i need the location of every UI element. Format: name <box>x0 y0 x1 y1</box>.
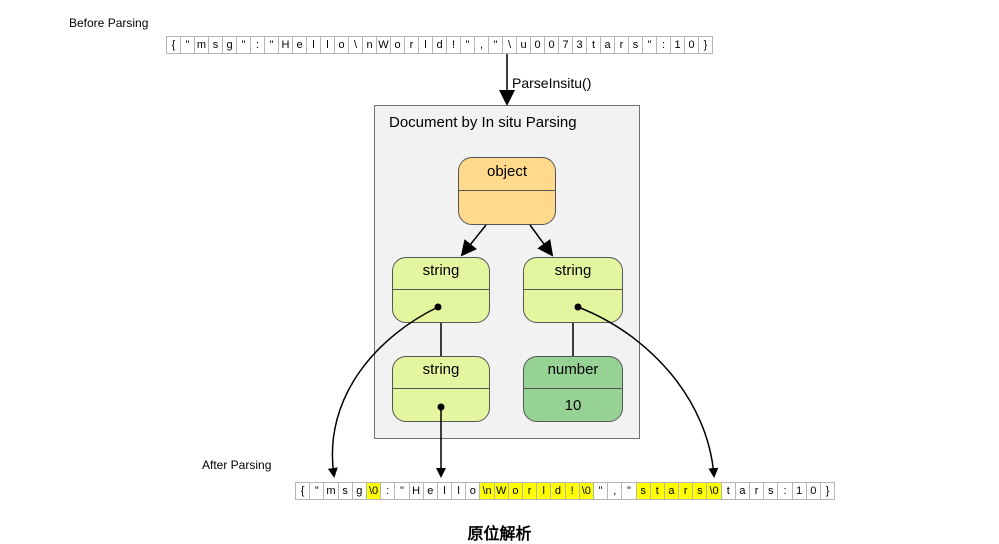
after-char-cell: t <box>721 482 736 500</box>
before-char-cell: 3 <box>573 36 587 54</box>
before-char-cell: n <box>363 36 377 54</box>
after-char-cell: r <box>750 482 765 500</box>
after-char-cell-highlighted: l <box>537 482 552 500</box>
number-node-value: 10 <box>564 396 582 414</box>
pointer-string-right-to-stars <box>577 306 719 478</box>
before-char-cell: \ <box>503 36 517 54</box>
figure-caption: 原位解析 <box>467 526 532 543</box>
before-char-cell: r <box>615 36 629 54</box>
before-char-cell: " <box>489 36 503 54</box>
before-char-cell: W <box>377 36 391 54</box>
after-char-cell: 1 <box>792 482 807 500</box>
before-char-cell: m <box>195 36 209 54</box>
after-char-cell-highlighted: t <box>650 482 665 500</box>
before-char-cell: \ <box>349 36 363 54</box>
after-char-cell-highlighted: s <box>693 482 708 500</box>
object-node-label: object <box>459 158 555 191</box>
after-char-cell-highlighted: \0 <box>579 482 594 500</box>
after-char-cell: } <box>820 482 836 500</box>
number-node: number 10 <box>523 356 623 422</box>
after-char-cell: l <box>437 482 453 500</box>
string-node-bottom-label: string <box>393 357 489 389</box>
before-char-cell: ! <box>447 36 461 54</box>
before-char-cell: 0 <box>531 36 545 54</box>
before-char-cell: l <box>419 36 433 54</box>
before-char-cell: o <box>335 36 349 54</box>
before-char-cell: , <box>475 36 489 54</box>
string-node-right-label: string <box>524 258 622 290</box>
before-char-cell: 1 <box>671 36 685 54</box>
edge-object-to-string-right <box>529 224 554 257</box>
before-char-cell: } <box>699 36 713 54</box>
before-char-cell: l <box>307 36 321 54</box>
after-char-cell: " <box>622 482 637 500</box>
before-char-cell: d <box>433 36 447 54</box>
after-char-cell: 0 <box>806 482 821 500</box>
before-char-cell: s <box>629 36 643 54</box>
number-node-label: number <box>524 357 622 389</box>
after-parsing-label: After Parsing <box>202 458 272 472</box>
parse-insitu-label: ParseInsitu() <box>512 75 592 91</box>
after-char-cell-highlighted: \0 <box>707 482 722 500</box>
pointer-string-left-to-msg <box>327 306 439 478</box>
after-char-cell-highlighted: \n <box>480 482 495 500</box>
after-char-cell-highlighted: a <box>664 482 680 500</box>
before-char-cell: " <box>265 36 279 54</box>
before-char-cell: " <box>461 36 475 54</box>
after-char-cell: " <box>310 482 325 500</box>
after-char-cell: " <box>593 482 609 500</box>
after-char-cell: a <box>735 482 750 500</box>
before-char-cell: " <box>643 36 657 54</box>
before-char-cell: 0 <box>545 36 559 54</box>
before-char-cell: : <box>251 36 265 54</box>
after-char-cell: " <box>395 482 410 500</box>
string-node-right: string <box>523 257 623 323</box>
after-char-cell-highlighted: \0 <box>366 482 382 500</box>
after-char-cell: { <box>296 482 311 500</box>
before-char-cell: l <box>321 36 335 54</box>
after-char-cell: m <box>324 482 339 500</box>
before-char-cell: u <box>517 36 531 54</box>
document-title: Document by In situ Parsing <box>389 114 577 131</box>
before-char-cell: H <box>279 36 293 54</box>
before-char-cell: " <box>181 36 195 54</box>
string-node-left-label: string <box>393 258 489 290</box>
before-char-cell: o <box>391 36 405 54</box>
after-char-cell-highlighted: r <box>679 482 694 500</box>
before-char-cell: : <box>657 36 671 54</box>
after-char-cell: s <box>764 482 779 500</box>
edge-object-to-string-left <box>460 224 487 257</box>
before-char-cell: 0 <box>685 36 699 54</box>
before-char-cell: { <box>167 36 181 54</box>
after-char-cell-highlighted: d <box>551 482 566 500</box>
after-char-cell-highlighted: o <box>508 482 523 500</box>
after-char-cell-highlighted: ! <box>565 482 580 500</box>
after-char-cell: : <box>381 482 396 500</box>
after-char-cell: s <box>338 482 353 500</box>
after-char-cell-highlighted: W <box>494 482 509 500</box>
after-char-cell: l <box>452 482 467 500</box>
after-char-cell-highlighted: r <box>523 482 538 500</box>
after-char-cell: : <box>778 482 793 500</box>
before-parsing-label: Before Parsing <box>69 16 149 30</box>
after-char-cell: , <box>608 482 623 500</box>
before-char-cell: " <box>237 36 251 54</box>
before-char-cell: e <box>293 36 307 54</box>
before-char-cell: s <box>209 36 223 54</box>
before-char-cell: 7 <box>559 36 573 54</box>
after-char-cell: e <box>423 482 438 500</box>
after-char-cell: H <box>409 482 424 500</box>
object-node: object <box>458 157 556 225</box>
before-char-cell: t <box>587 36 601 54</box>
before-char-cell: g <box>223 36 237 54</box>
after-char-cell-highlighted: s <box>636 482 651 500</box>
after-char-cell: o <box>466 482 481 500</box>
before-char-cell: a <box>601 36 615 54</box>
before-char-cell: r <box>405 36 419 54</box>
string-node-left: string <box>392 257 490 323</box>
after-char-cell: g <box>352 482 367 500</box>
